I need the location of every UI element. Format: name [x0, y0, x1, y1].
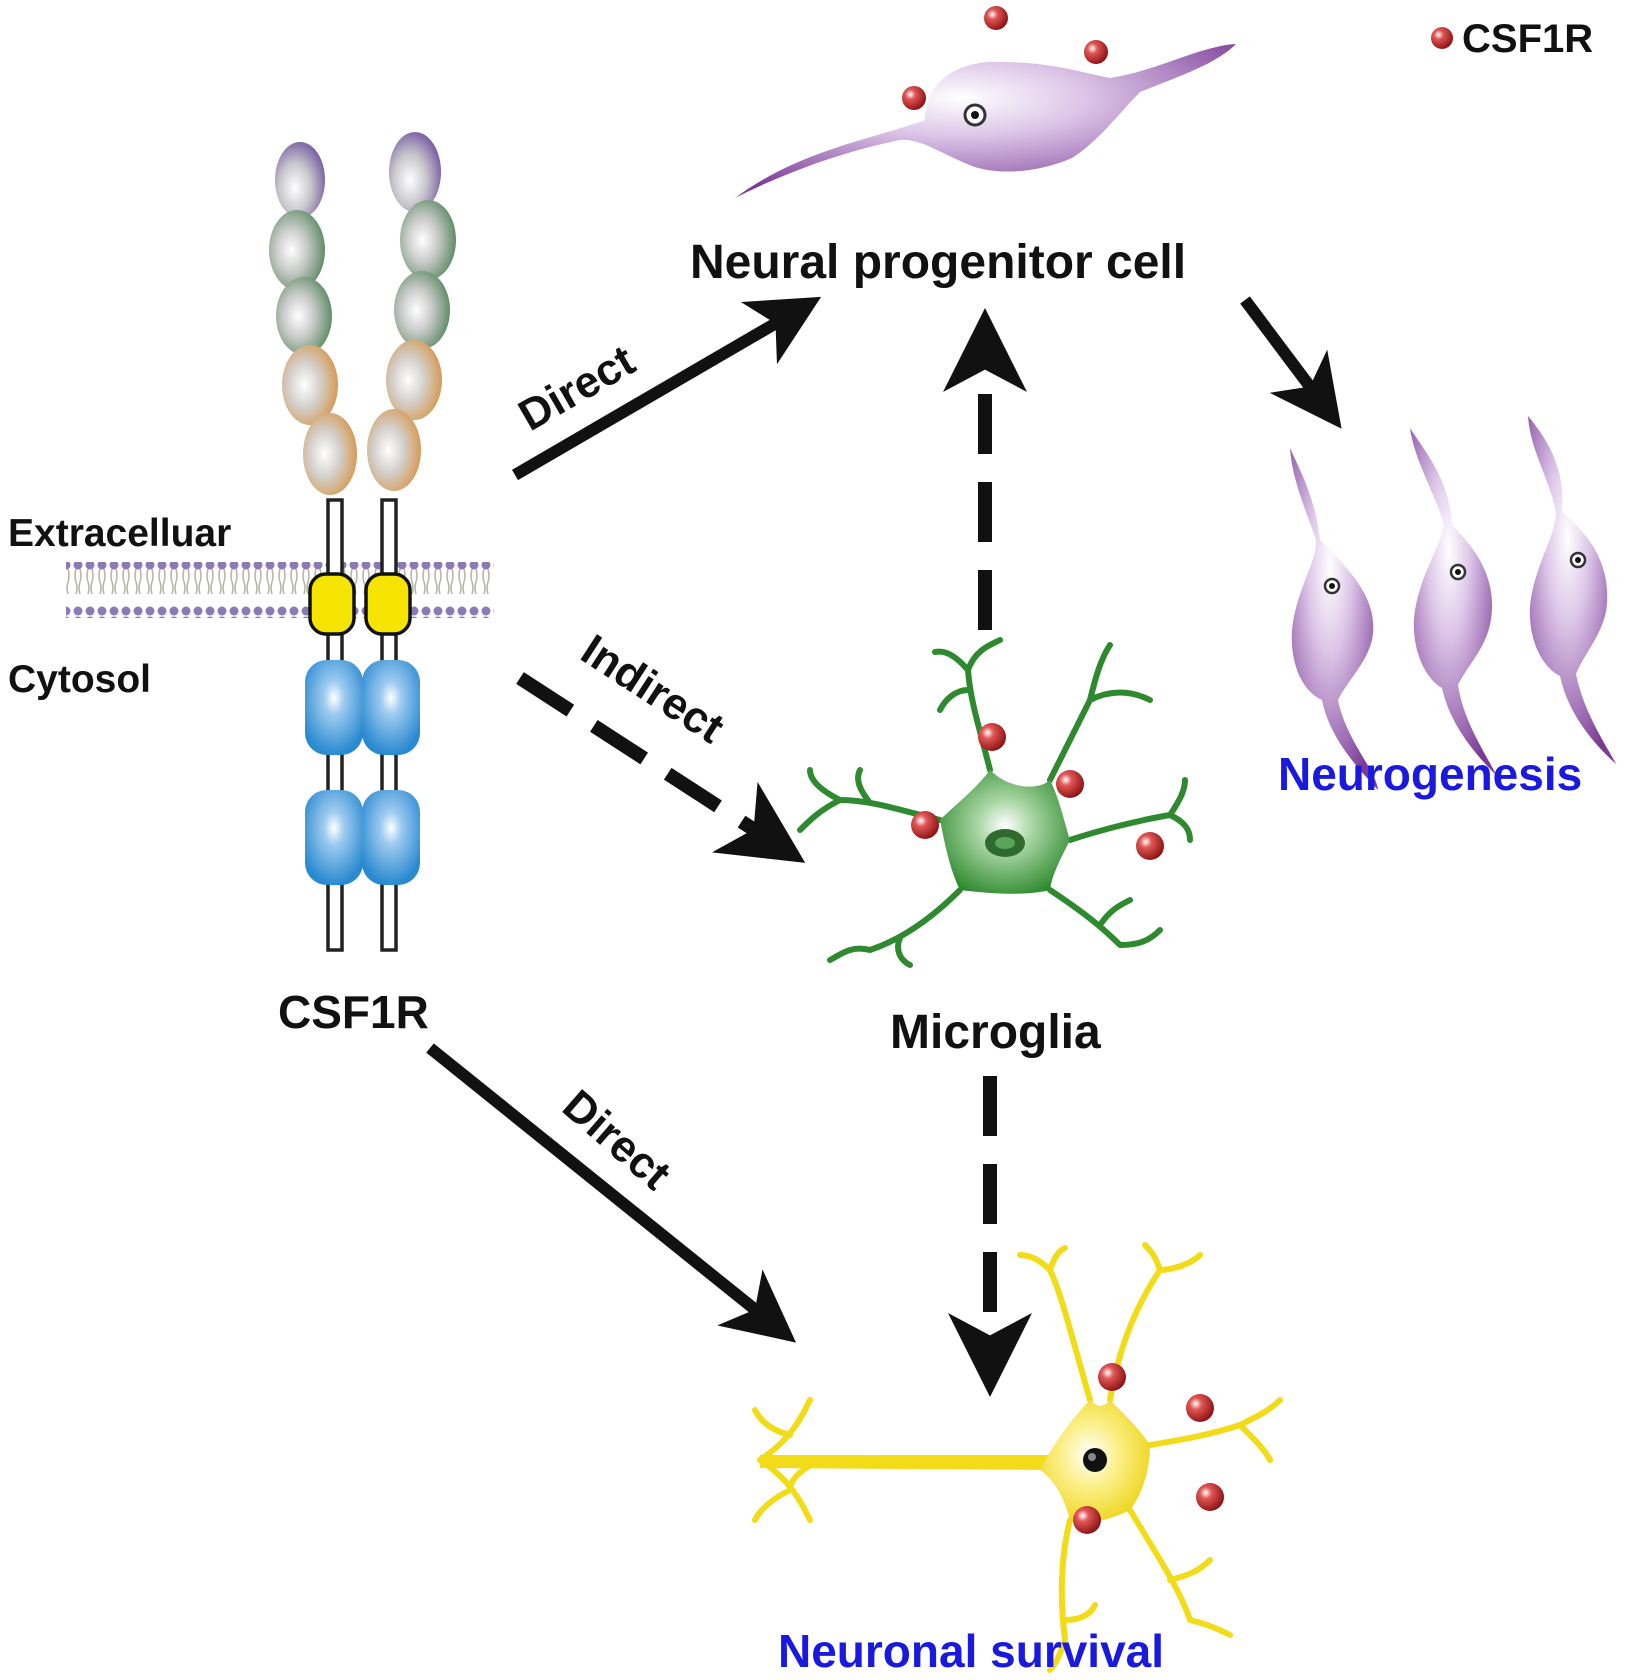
neurogenesis-label: Neurogenesis [1278, 748, 1582, 800]
csf1r-receptor: Extracelluar Cytosol CSF1R [8, 132, 494, 1038]
receptor-chain-left [269, 142, 363, 885]
cytosol-label: Cytosol [8, 658, 151, 701]
csf1r-dot [911, 811, 939, 839]
legend-label: CSF1R [1462, 17, 1593, 61]
neuron-axon [760, 1455, 1050, 1470]
receptor-chain-right [362, 132, 456, 885]
arrow-progenitor-to-neurogenesis [1240, 296, 1342, 429]
arrow-label-direct-top: Direct [511, 336, 644, 441]
csf1r-dot [1136, 832, 1164, 860]
csf1r-dot [1186, 1394, 1214, 1422]
arrow-direct-top: Direct [511, 296, 822, 481]
csf1r-dot [984, 6, 1008, 30]
legend-csf1r-dot-icon [1431, 27, 1453, 49]
arrow-direct-bottom: Direct [426, 1043, 797, 1343]
survival-label: Neuronal survival [778, 1625, 1164, 1677]
arrow-label-direct-bottom: Direct [553, 1081, 680, 1200]
progenitor-body [735, 44, 1236, 198]
neurogenesis-neurons: Neurogenesis [1278, 416, 1616, 800]
csf1r-dot [1098, 1363, 1126, 1391]
progenitor-label: Neural progenitor cell [690, 236, 1186, 289]
extracellular-label: Extracelluar [8, 512, 231, 555]
csf1r-dot [1084, 40, 1108, 64]
legend: CSF1R [1431, 17, 1593, 61]
cell-membrane [66, 562, 494, 618]
microglia-label: Microglia [890, 1006, 1101, 1059]
neuron-dendrites [752, 1242, 1283, 1673]
csf1r-dot [978, 723, 1006, 751]
surviving-neuron: Neuronal survival [752, 1242, 1283, 1677]
csf1r-dot [1056, 770, 1084, 798]
neural-progenitor-cell: Neural progenitor cell [690, 6, 1236, 289]
csf1r-dot [1196, 1483, 1224, 1511]
csf1r-dot [1073, 1506, 1101, 1534]
newborn-neuron [1290, 448, 1378, 790]
newborn-neuron [1528, 416, 1616, 764]
csf1r-dot [902, 86, 926, 110]
receptor-label: CSF1R [278, 986, 429, 1038]
arrow-indirect: Indirect [516, 625, 806, 863]
microglia-processes [797, 637, 1193, 968]
newborn-neuron [1410, 428, 1496, 775]
microglia-cell: Microglia [797, 637, 1193, 1059]
